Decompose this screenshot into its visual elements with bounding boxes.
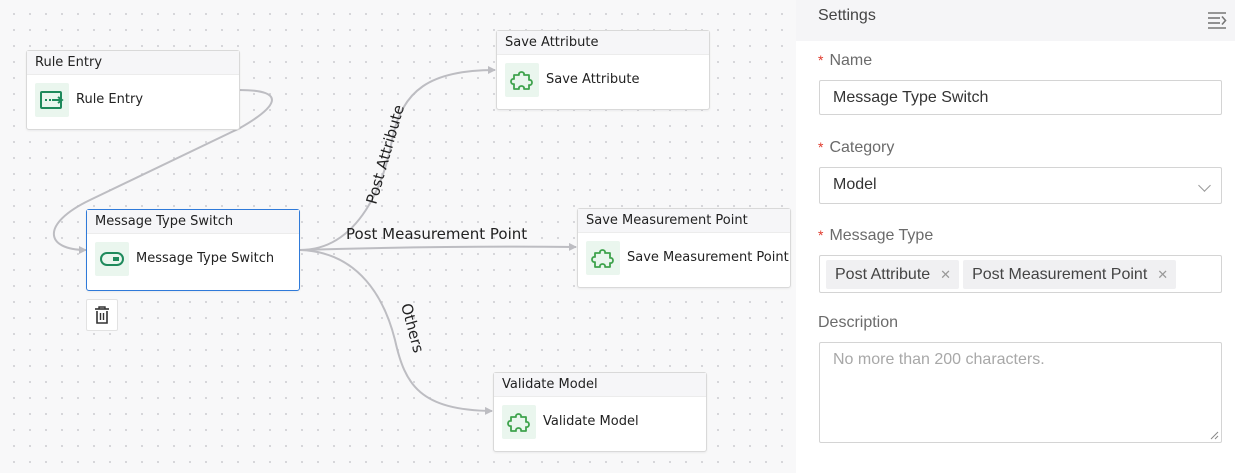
edge-post-measurement-point[interactable] (299, 242, 577, 251)
message-type-label: *Message Type (818, 227, 934, 244)
name-input[interactable]: Message Type Switch (819, 80, 1222, 115)
puzzle-icon (505, 63, 539, 97)
node-label: Rule Entry (76, 92, 144, 107)
category-label: *Category (818, 139, 895, 156)
edge-others[interactable] (299, 249, 493, 415)
category-value: Model (833, 176, 877, 193)
edge-label-others: Others (397, 301, 427, 355)
required-asterisk: * (818, 139, 824, 155)
node-label: Message Type Switch (136, 251, 275, 266)
trash-icon (95, 306, 109, 324)
required-asterisk: * (818, 227, 824, 243)
category-select[interactable]: Model (819, 167, 1222, 204)
node-title: Save Measurement Point (578, 209, 790, 233)
node-validate-model[interactable]: Validate Model Validate Model (493, 372, 707, 452)
edges-layer: Post Attribute Post Measurement Point Ot… (52, 66, 577, 415)
switch-icon (95, 242, 129, 276)
tag-post-attribute: Post Attribute ✕ (826, 260, 960, 289)
node-label: Save Measurement Point (627, 250, 789, 265)
node-label: Validate Model (543, 414, 639, 429)
settings-panel: Settings *Name Message Type Switch *Cate… (796, 0, 1235, 473)
close-icon[interactable]: ✕ (1157, 267, 1169, 282)
settings-title: Settings (818, 7, 876, 24)
name-label: *Name (818, 52, 873, 69)
message-type-select[interactable]: Post Attribute ✕ Post Measurement Point … (819, 255, 1222, 293)
required-asterisk: * (818, 52, 824, 68)
node-title: Validate Model (494, 373, 706, 397)
close-icon[interactable]: ✕ (940, 267, 952, 282)
delete-node-button[interactable] (86, 299, 118, 331)
edge-label-post-measurement-point: Post Measurement Point (346, 225, 527, 243)
node-save-attribute[interactable]: Save Attribute Save Attribute (496, 30, 710, 110)
node-label: Save Attribute (546, 72, 640, 87)
collapse-menu-icon[interactable] (1207, 11, 1227, 29)
node-title: Save Attribute (497, 31, 709, 55)
puzzle-icon (586, 241, 620, 275)
description-label: Description (818, 314, 899, 331)
edge-label-post-attribute: Post Attribute (363, 103, 409, 206)
node-message-type-switch[interactable]: Message Type Switch Message Type Switch (86, 209, 300, 291)
settings-header: Settings (796, 0, 1235, 41)
flow-canvas[interactable]: Post Attribute Post Measurement Point Ot… (0, 0, 796, 473)
description-placeholder: No more than 200 characters. (833, 351, 1045, 368)
edge-post-attribute[interactable] (299, 66, 496, 251)
edge-entry-to-switch[interactable] (52, 89, 273, 254)
node-title: Message Type Switch (87, 210, 299, 234)
description-textarea[interactable]: No more than 200 characters. (819, 342, 1222, 443)
node-rule-entry[interactable]: Rule Entry Rule Entry (26, 50, 240, 130)
node-title: Rule Entry (27, 51, 239, 75)
login-icon (35, 83, 69, 117)
tag-post-measurement-point: Post Measurement Point ✕ (963, 260, 1177, 289)
node-save-measurement-point[interactable]: Save Measurement Point Save Measurement … (577, 208, 791, 288)
chevron-down-icon (1198, 179, 1211, 192)
puzzle-icon (502, 405, 536, 439)
resize-grip-icon[interactable] (1209, 430, 1219, 440)
